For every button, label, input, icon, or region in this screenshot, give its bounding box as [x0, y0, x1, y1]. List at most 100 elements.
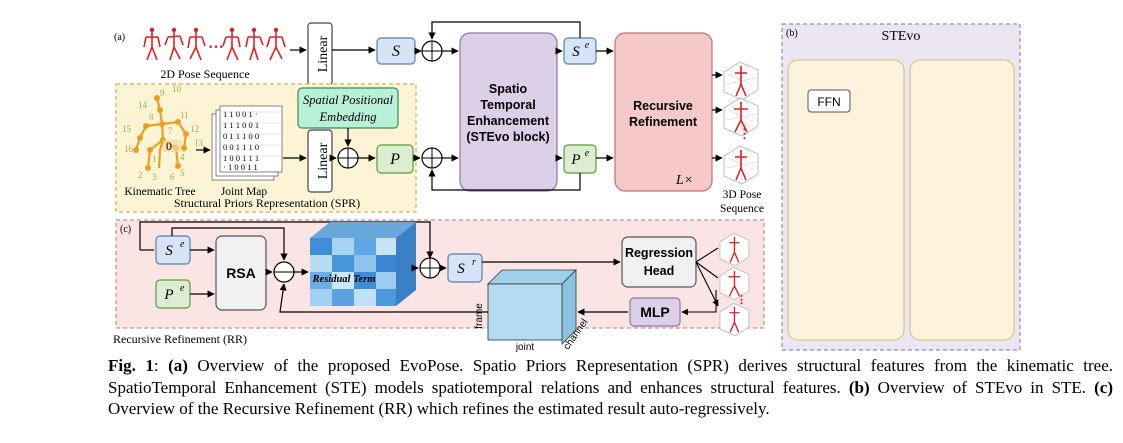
lx-label: L× — [675, 173, 693, 188]
svg-text:14: 14 — [138, 100, 148, 110]
svg-text:6: 6 — [170, 172, 175, 182]
add-top-icon — [421, 40, 443, 62]
rr-line-2: Refinement — [629, 115, 698, 129]
svg-text:16: 16 — [124, 144, 134, 154]
joint-map: 1 1 0 0 1 · 1 1 1 0 0 1 0 1 1 1 0 0 0 0 … — [211, 105, 283, 181]
pose-3d-label-2: Sequence — [720, 203, 764, 215]
caption-c-tag: (c) — [1094, 377, 1113, 397]
linear-top-label: Linear — [316, 35, 331, 72]
regression-line-2: Head — [644, 264, 675, 278]
caption-b-tag: (b) — [848, 377, 870, 397]
ste-line-1: Spatio — [489, 82, 528, 96]
svg-text:1 1 1 0 0 1: 1 1 1 0 0 1 — [223, 120, 259, 130]
pose-3d-label-1: 3D Pose — [723, 189, 762, 201]
pose-2d-figures — [143, 27, 286, 61]
kinematic-tree — [133, 95, 189, 171]
rr-frame-label: frame — [474, 303, 485, 329]
ste-line-3: Enhancement — [467, 114, 550, 128]
rr-block — [614, 32, 713, 192]
se-sup: e — [585, 40, 590, 51]
svg-text:11: 11 — [180, 110, 189, 120]
residual-label: Residual Term — [312, 274, 376, 285]
svg-text:4: 4 — [180, 152, 185, 162]
pose-3d-thumbnails: ⋮ — [723, 61, 759, 185]
panel-b: (b) STEvo FFN — [781, 23, 1021, 351]
regression-head-box — [621, 236, 697, 288]
sr-box — [447, 253, 483, 283]
spe-line-1: Spatial Positional — [303, 93, 393, 107]
rr-region-label: Recursive Refinement (RR) — [113, 332, 247, 346]
se-label: S — [572, 44, 580, 60]
add-spr-icon — [337, 147, 359, 169]
joint-numbers: 0 1 2 3 4 5 6 7 8 9 10 11 12 13 14 15 16 — [122, 84, 204, 182]
sr-sup: r — [472, 257, 476, 268]
evopose-figure: (a) ··· 2D Pose Sequence Linear S Spati — [113, 21, 1021, 353]
rr-se-label: S — [165, 243, 173, 259]
panel-c: (c) S e P e RSA — [113, 219, 765, 353]
rr-se-sup: e — [180, 239, 185, 250]
regression-line-1: Regression — [625, 246, 693, 260]
pose-ellipsis: ··· — [208, 39, 224, 56]
rr-se-box — [155, 235, 191, 265]
caption-fig: Fig. 1 — [108, 356, 154, 375]
svg-text:1 1 0 0 1 ·: 1 1 0 0 1 · — [223, 109, 258, 119]
mlp-label: MLP — [640, 304, 670, 320]
ste-line-2: Temporal — [480, 98, 535, 112]
msa-ffn-label: FFN — [817, 95, 840, 109]
rr-pe-sup: e — [180, 283, 185, 294]
caption-c-text: Overview of the Recursive Refinement (RR… — [108, 399, 770, 418]
pose-2d-label: 2D Pose Sequence — [160, 67, 249, 81]
rr-line-1: Recursive — [633, 99, 693, 113]
rr-pose-thumbnails: ⋮ — [719, 233, 750, 336]
svg-text:0: 0 — [166, 139, 172, 153]
msa-head-region — [787, 59, 905, 341]
p-label: P — [389, 151, 400, 168]
svg-text:13: 13 — [194, 138, 204, 148]
svg-text:7: 7 — [168, 126, 173, 136]
subtract-icon — [273, 261, 295, 283]
linear-bottom-label: Linear — [316, 142, 331, 179]
rr-pe-label: P — [163, 287, 173, 303]
add-p-icon — [421, 147, 443, 169]
joint-map-label: Joint Map — [221, 186, 268, 198]
svg-text:12: 12 — [190, 124, 199, 134]
svg-text:5: 5 — [180, 168, 185, 178]
spr-label: Structural Priors Representation (SPR) — [174, 196, 360, 210]
spe-line-2: Embedding — [319, 110, 377, 124]
panel-a-label: (a) — [114, 32, 125, 43]
svg-text:10: 10 — [172, 84, 182, 94]
s-label: S — [392, 43, 400, 60]
rr-feature-cube — [487, 269, 577, 345]
svg-text:8: 8 — [149, 112, 154, 122]
svg-text:1: 1 — [152, 154, 157, 164]
svg-text:0 0 1 1 1 0: 0 0 1 1 1 0 — [223, 142, 259, 152]
svg-text:0 1 1 1 0 0: 0 1 1 1 0 0 — [223, 131, 259, 141]
figure-caption: Fig. 1: (a) Overview of the proposed Evo… — [108, 356, 1113, 418]
rr-joint-label: joint — [515, 342, 535, 353]
pose-3d-ellipsis: ⋮ — [738, 126, 751, 141]
p-box — [376, 144, 414, 174]
panel-a: (a) ··· 2D Pose Sequence Linear S Spati — [114, 21, 764, 215]
pe-sup: e — [585, 148, 590, 159]
panel-c-label: (c) — [120, 224, 131, 235]
ste-block — [459, 32, 558, 192]
mlp-box — [629, 297, 681, 327]
kinematic-label: Kinematic Tree — [124, 186, 195, 198]
svg-text:3: 3 — [152, 172, 157, 182]
svg-text:· 1 0 0 1 1: · 1 0 0 1 1 — [223, 162, 258, 172]
caption-b-text: Overview of STEvo in STE. — [869, 377, 1095, 397]
sr-label: S — [457, 261, 465, 277]
svg-text:9: 9 — [160, 88, 165, 98]
residual-term-cube — [310, 222, 416, 306]
pe-label: P — [570, 152, 580, 168]
add-residual-icon — [419, 257, 441, 279]
stevo-title: STEvo — [882, 29, 921, 44]
caption-a-tag: (a) — [168, 356, 188, 375]
svg-text:15: 15 — [122, 124, 132, 134]
msa-ffn-box — [807, 89, 851, 113]
svg-text:2: 2 — [138, 170, 143, 180]
ste-line-4: (STEvo block) — [466, 130, 549, 144]
panel-b-label: (b) — [786, 28, 798, 39]
rr-rsa-label: RSA — [226, 265, 256, 281]
svg-text:⋮: ⋮ — [736, 294, 747, 306]
